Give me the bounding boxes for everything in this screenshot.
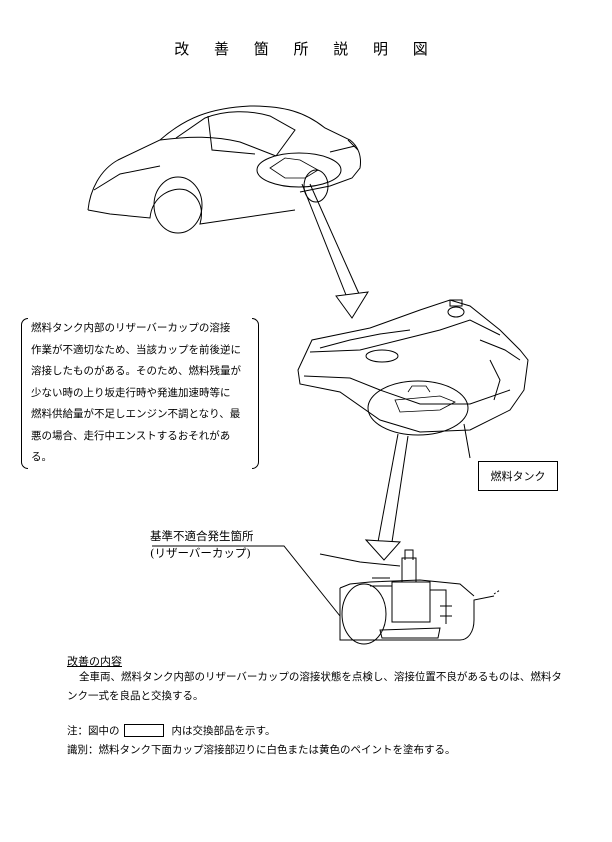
callout-line: る。: [31, 451, 52, 463]
defect-location-label: 基準不適合発生箇所 (リザーバーカップ): [150, 528, 280, 562]
bracket-left: [21, 318, 28, 469]
page-title: 改 善 箇 所 説 明 図: [174, 40, 438, 58]
callout-line: 燃料供給量が不足しエンジン不調となり、最: [31, 408, 241, 420]
defect-description-callout: 燃料タンク内部のリザーバーカップの溶接 作業が不適切なため、当該カップを前後逆に…: [21, 318, 259, 469]
defect-location-part: (リザーバーカップ): [150, 546, 251, 560]
replacement-part-box-legend: [123, 724, 164, 737]
callout-line: 燃料タンク内部のリザーバーカップの溶接: [31, 322, 231, 334]
callout-line: 少ない時の上り坂走行時や発進加速時等に: [31, 386, 231, 399]
defect-location-title: 基準不適合発生箇所: [150, 529, 254, 543]
fuel-tank-label: 燃料タンク: [478, 461, 558, 491]
note-replacement-parts: 注：図中の 内は交換部品を示す。: [67, 723, 275, 738]
callout-line: 作業が不適切なため、当該カップを前後逆に: [31, 343, 241, 356]
fuel-tank-drawing: [297, 299, 529, 459]
callout-line: 悪の場合、走行中エンストするおそれがあ: [31, 429, 231, 442]
car-drawing: [87, 105, 361, 234]
improvement-body: 全車両、燃料タンク内部のリザーバーカップの溶接状態を点検し、溶接位置不良があるも…: [67, 671, 562, 702]
reservoir-cup-section: [319, 549, 501, 645]
note-suffix: 内は交換部品を示す。: [171, 725, 276, 737]
improvement-heading: 改善の内容: [67, 655, 122, 668]
note-prefix: 注：図中の: [67, 725, 120, 737]
bracket-right: [252, 318, 259, 469]
identification-note: 識別：燃料タンク下面カップ溶接部辺りに白色または黄色のペイントを塗布する。: [67, 744, 456, 756]
callout-line: 溶接したものがある。そのため、燃料残量が: [31, 365, 241, 377]
